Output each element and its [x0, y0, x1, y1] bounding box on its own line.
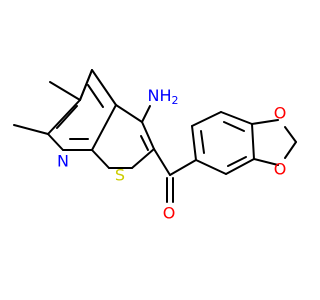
benzene-bond-6 — [195, 159, 227, 175]
dioxole-bond-top — [251, 119, 279, 125]
benzene-bond-5 — [225, 158, 255, 175]
pyridine-bond-4 — [47, 133, 64, 151]
benzene-bond-3 — [220, 111, 253, 125]
pyridine-bond-5 — [47, 99, 81, 135]
ketone-link-left — [153, 148, 171, 176]
methyl-bond-left — [13, 124, 49, 135]
dioxole-ch2-top — [284, 126, 297, 143]
dioxole-o-top-label: O — [274, 104, 287, 123]
methyl-bond-middle — [49, 81, 81, 101]
benzene-inner-bond-3 — [227, 156, 247, 167]
pyridine-n-label: N — [57, 152, 69, 171]
dioxole-ch2-bottom — [284, 141, 297, 159]
amine-label: NH2 — [148, 86, 179, 108]
atom-labels: NH2 N S O O O — [57, 86, 286, 223]
amine-bond — [141, 105, 151, 123]
molecule-diagram: NH2 N S O O O — [13, 69, 297, 223]
benzene-bond-1 — [191, 125, 197, 161]
dioxole-bond-bottom — [253, 158, 279, 166]
dioxole-o-bottom-label: O — [274, 160, 287, 179]
ketone-link-right — [169, 159, 197, 176]
benzene-inner-bond-1 — [200, 130, 205, 154]
thiophene-double-bond — [140, 135, 149, 151]
pyridine-inner-bond-3 — [56, 105, 78, 129]
benzene-bond-4 — [251, 123, 255, 160]
pyridine-inner-bond-1 — [87, 84, 104, 108]
thiophene-bond-2 — [141, 121, 155, 150]
ketone-o-label: O — [163, 204, 176, 223]
thiophene-bond-4 — [91, 149, 110, 169]
thiophene-bond-1 — [115, 104, 143, 123]
thiophene-bond-3 — [131, 148, 155, 169]
benzene-bond-2 — [191, 111, 222, 127]
benzene-inner-bond-2 — [223, 121, 245, 132]
pyridine-bond-2 — [91, 104, 117, 151]
bond-group — [13, 69, 297, 203]
pyridine-bond-1 — [91, 69, 117, 106]
structure-canvas: NH2 N S O O O — [13, 69, 297, 223]
thiophene-s-label: S — [115, 166, 125, 185]
pyridine-bond-6 — [79, 69, 93, 101]
